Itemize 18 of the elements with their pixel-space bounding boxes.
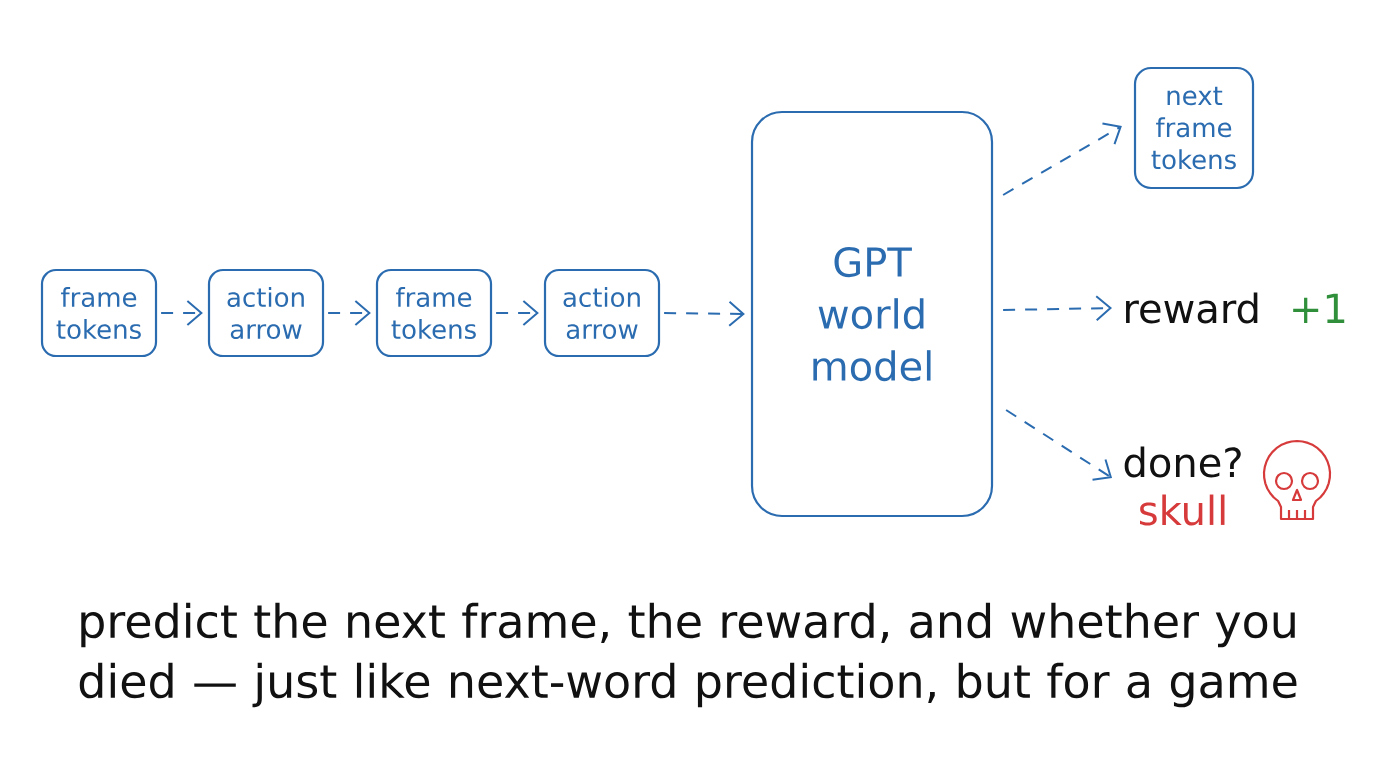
model-box: GPT world model: [750, 110, 994, 518]
reward-value: +1: [1293, 293, 1345, 323]
token-box: frame tokens: [40, 268, 158, 358]
arrow: [1002, 295, 1112, 322]
token-box: action arrow: [207, 268, 325, 358]
arrow: [663, 300, 745, 327]
arrow: [495, 300, 539, 326]
arrow: [160, 300, 203, 326]
arrow: [1002, 122, 1122, 196]
status-label: skull: [1140, 494, 1225, 526]
output-label: reward: [1126, 292, 1258, 324]
output-box: next frame tokens: [1133, 66, 1255, 190]
caption-text: predict the next frame, the reward, and whether you died — just like next-word prediction, but for a game: [79, 602, 1297, 708]
output-label: done?: [1124, 446, 1241, 478]
token-box: frame tokens: [375, 268, 493, 358]
token-box: action arrow: [543, 268, 661, 358]
arrow: [327, 300, 371, 326]
arrow: [1005, 409, 1113, 481]
